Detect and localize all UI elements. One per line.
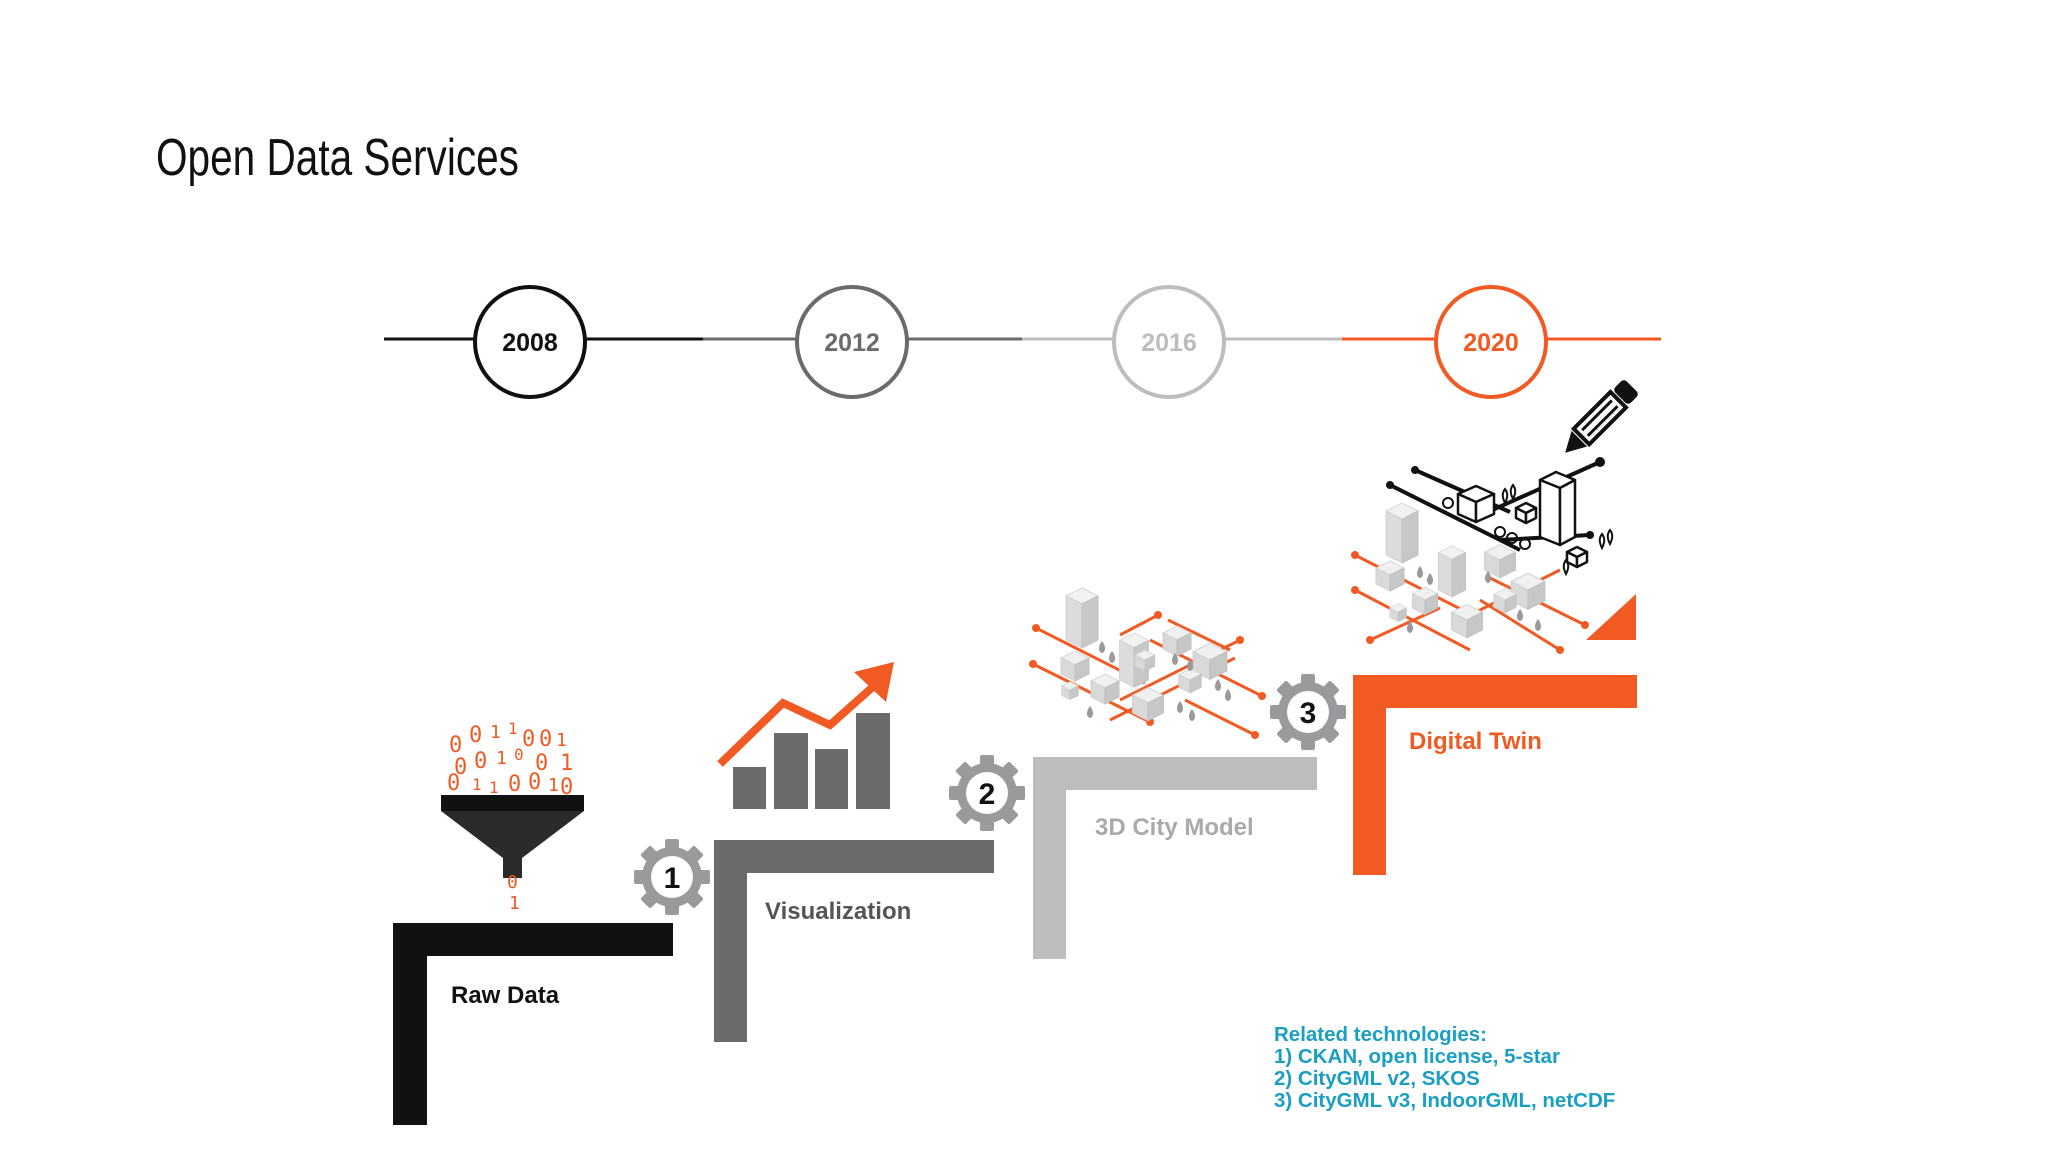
- page-title: Open Data Services: [156, 129, 519, 187]
- step-label: Visualization: [765, 898, 911, 925]
- digital-twin-icon: [1351, 457, 1614, 654]
- svg-text:1: 1: [472, 775, 482, 794]
- step-riser: [714, 840, 747, 1042]
- technologies-heading: Related technologies:: [1274, 1023, 1488, 1046]
- year-node-2020: 2020: [1434, 285, 1548, 399]
- related-technologies: Related technologies: 1) CKAN, open lice…: [1274, 1024, 1615, 1112]
- svg-text:0: 0: [508, 772, 521, 797]
- year-node-2008: 2008: [473, 285, 587, 399]
- gear-number: 3: [1300, 697, 1317, 730]
- svg-text:1: 1: [560, 751, 573, 776]
- bar-chart-trend-icon: [717, 662, 894, 809]
- step-riser: [1033, 757, 1066, 959]
- year-label: 2020: [1463, 329, 1519, 357]
- year-label: 2008: [502, 329, 558, 357]
- year-label: 2012: [824, 329, 880, 357]
- svg-text:0: 0: [449, 733, 462, 758]
- svg-text:0: 0: [469, 723, 482, 748]
- year-label: 2016: [1141, 329, 1197, 357]
- svg-text:0: 0: [514, 745, 524, 764]
- technology-item: 3) CityGML v3, IndoorGML, netCDF: [1274, 1089, 1616, 1112]
- timeline: 2008 2012 2016 2020: [384, 285, 1661, 399]
- gear-number: 2: [979, 778, 996, 811]
- svg-text:1: 1: [489, 778, 499, 797]
- svg-text:0: 0: [539, 727, 552, 752]
- technology-item: 2) CityGML v2, SKOS: [1274, 1067, 1480, 1090]
- svg-text:0: 0: [528, 770, 541, 795]
- svg-text:0: 0: [522, 727, 535, 752]
- svg-text:0: 0: [535, 751, 548, 776]
- step-label: Raw Data: [451, 982, 560, 1009]
- step-tread: [714, 840, 994, 873]
- svg-text:1: 1: [556, 730, 567, 751]
- year-node-2012: 2012: [795, 285, 909, 399]
- step-label: 3D City Model: [1095, 814, 1254, 841]
- funnel-icon: [441, 795, 584, 878]
- step-tread: [1033, 757, 1317, 790]
- step-riser: [1353, 675, 1386, 875]
- step-label: Digital Twin: [1409, 728, 1542, 755]
- step-visualization: Visualization: [714, 662, 994, 1042]
- gear-icon-2: 2: [949, 755, 1025, 831]
- svg-text:0: 0: [474, 749, 487, 774]
- step-3d-city-model: 3D City Model: [1029, 587, 1317, 959]
- gear-icon-1: 1: [634, 839, 710, 915]
- svg-text:0: 0: [447, 771, 460, 796]
- svg-text:0: 0: [560, 775, 573, 800]
- step-digital-twin: Digital Twin: [1351, 380, 1638, 875]
- svg-text:1: 1: [548, 775, 559, 796]
- svg-text:0: 0: [507, 872, 518, 893]
- technology-item: 1) CKAN, open license, 5-star: [1274, 1045, 1560, 1068]
- binary-digits: 0 0 1 1 0 0 1 0 0 1 0 0 1 0 1 1 0 0 1 0 …: [447, 719, 573, 914]
- year-node-2016: 2016: [1112, 285, 1226, 399]
- step-raw-data: Raw Data 0 0 1 1 0 0 1 0 0 1 0 0 1 0 1 1…: [393, 719, 673, 1125]
- step-riser: [393, 923, 427, 1125]
- pencil-icon: [1565, 380, 1638, 453]
- svg-text:1: 1: [490, 722, 501, 743]
- gear-icon-3: 3: [1270, 674, 1346, 750]
- corner-triangle: [1586, 594, 1636, 640]
- step-tread: [1353, 675, 1637, 708]
- svg-text:0: 0: [454, 755, 467, 780]
- svg-text:1: 1: [496, 748, 507, 769]
- svg-text:1: 1: [509, 893, 520, 914]
- svg-text:1: 1: [508, 719, 518, 738]
- city-model-icon: [1029, 587, 1266, 739]
- step-tread: [393, 923, 673, 956]
- gear-number: 1: [664, 862, 681, 895]
